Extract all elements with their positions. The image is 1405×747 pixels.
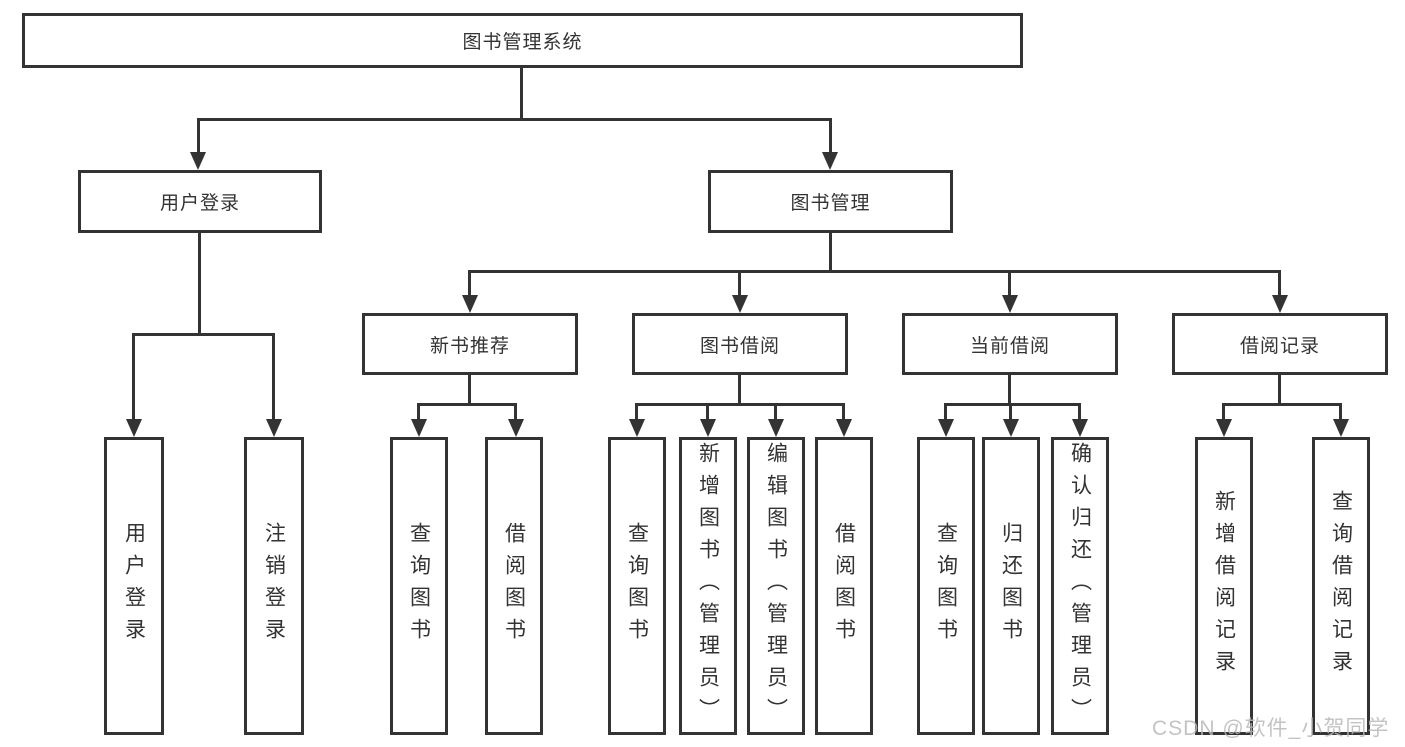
node-book-mgmt: 图书管理 [708,170,953,233]
node-user-login: 用户登录 [78,170,322,233]
node-borrow-record: 借阅记录 [1172,313,1388,375]
leaf-return-book-label: 归还图书 [999,522,1023,650]
csdn-watermark: CSDN @软件_小贺同学 [1152,717,1390,740]
connector-line [944,403,1081,406]
node-book-borrow-label: 图书借阅 [699,335,780,357]
arrowhead-down-icon [700,419,716,437]
connector-line [132,333,275,336]
leaf-add-book-admin-label: 新增图书（管理员） [696,442,720,730]
connector-line [468,270,471,297]
node-root: 图书管理系统 [22,13,1023,68]
connector-line [738,375,741,406]
leaf-query-books-2-label: 查询图书 [625,522,649,650]
arrowhead-down-icon [1003,419,1019,437]
arrowhead-down-icon [1072,419,1088,437]
connector-line [1008,375,1011,406]
node-user-login-label: 用户登录 [159,193,240,214]
connector-line [706,403,709,421]
connector-line [635,403,638,421]
connector-line [635,403,845,406]
leaf-query-books-1-label: 查询图书 [407,522,431,650]
connector-line [1222,403,1225,421]
connector-line [272,333,275,421]
leaf-query-books-3: 查询图书 [917,437,975,735]
leaf-logout: 注销登录 [244,437,304,735]
connector-line [944,403,947,421]
connector-line [417,403,517,406]
connector-line [829,233,832,273]
arrowhead-down-icon [462,295,478,313]
node-current-borrow: 当前借阅 [902,313,1118,375]
arrowhead-down-icon [1002,295,1018,313]
connector-line [1339,403,1342,421]
connector-line [468,270,1281,273]
leaf-confirm-return-admin-label: 确认归还（管理员） [1068,442,1092,730]
connector-line [829,118,832,154]
arrowhead-down-icon [1333,419,1349,437]
arrowhead-down-icon [768,419,784,437]
leaf-edit-book-admin: 编辑图书（管理员） [747,437,805,735]
leaf-add-borrow-record: 新增借阅记录 [1195,437,1253,735]
connector-line [1009,403,1012,421]
arrowhead-down-icon [266,419,282,437]
node-new-book-label: 新书推荐 [429,335,510,357]
leaf-edit-book-admin-label: 编辑图书（管理员） [764,442,788,730]
arrowhead-down-icon [411,419,427,437]
connector-line [132,333,135,421]
leaf-query-books-2: 查询图书 [608,437,666,735]
connector-line [738,270,741,297]
node-current-borrow-label: 当前借阅 [969,335,1050,357]
connector-line [417,403,420,421]
node-book-borrow: 图书借阅 [632,313,848,375]
arrowhead-down-icon [732,295,748,313]
connector-line [197,118,832,121]
node-book-mgmt-label: 图书管理 [790,193,871,214]
leaf-borrow-books-2: 借阅图书 [815,437,873,735]
leaf-query-books-3-label: 查询图书 [934,522,958,650]
leaf-add-borrow-record-label: 新增借阅记录 [1212,490,1236,682]
arrowhead-down-icon [190,152,206,170]
connector-line [842,403,845,421]
connector-line [520,68,523,121]
connector-line [468,375,471,406]
leaf-return-book: 归还图书 [982,437,1040,735]
node-borrow-record-label: 借阅记录 [1239,335,1320,357]
arrowhead-down-icon [1272,295,1288,313]
node-root-label: 图书管理系统 [462,32,583,53]
arrowhead-down-icon [1216,419,1232,437]
leaf-query-borrow-record: 查询借阅记录 [1312,437,1370,735]
arrowhead-down-icon [822,152,838,170]
leaf-borrow-books-2-label: 借阅图书 [832,522,856,650]
arrowhead-down-icon [629,419,645,437]
connector-line [1078,403,1081,421]
connector-line [198,233,201,336]
connector-line [774,403,777,421]
arrowhead-down-icon [126,419,142,437]
leaf-add-book-admin: 新增图书（管理员） [679,437,737,735]
arrowhead-down-icon [836,419,852,437]
connector-line [514,403,517,421]
connector-line [197,118,200,154]
arrowhead-down-icon [508,419,524,437]
leaf-user-login: 用户登录 [104,437,164,735]
connector-line [1008,270,1011,297]
leaf-borrow-books-1: 借阅图书 [485,437,543,735]
connector-line [1278,270,1281,297]
leaf-user-login-label: 用户登录 [122,522,146,650]
leaf-confirm-return-admin: 确认归还（管理员） [1051,437,1109,735]
leaf-logout-label: 注销登录 [262,522,286,650]
leaf-query-borrow-record-label: 查询借阅记录 [1329,490,1353,682]
arrowhead-down-icon [938,419,954,437]
connector-line [1278,375,1281,406]
connector-line [1222,403,1342,406]
node-new-book: 新书推荐 [362,313,578,375]
leaf-borrow-books-1-label: 借阅图书 [502,522,526,650]
leaf-query-books-1: 查询图书 [390,437,448,735]
